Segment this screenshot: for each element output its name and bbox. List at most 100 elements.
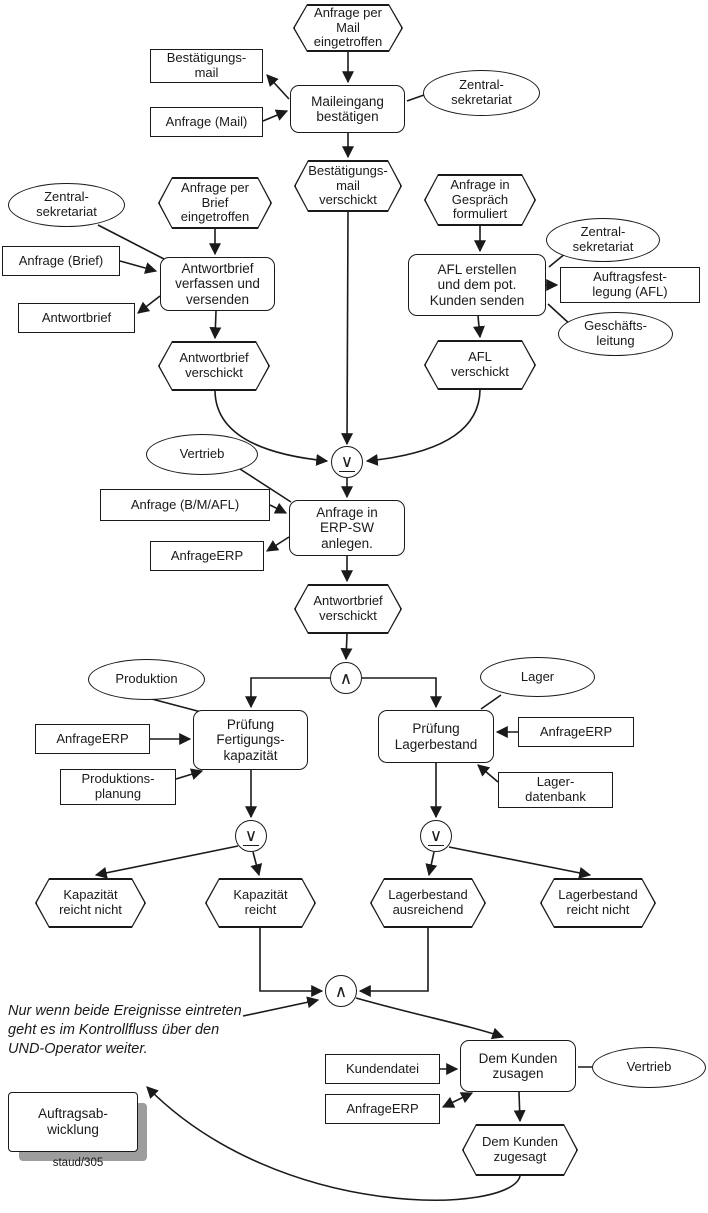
function-dem-kunden-zusagen: Dem Kunden zusagen	[460, 1040, 576, 1092]
data-label: AnfrageERP	[539, 723, 613, 739]
data-flow-arrow	[477, 764, 499, 783]
org-label: Zentral- sekretariat	[36, 189, 97, 219]
data-label: AnfrageERP	[346, 1100, 419, 1116]
data-anfrageerp-2: AnfrageERP	[35, 724, 150, 754]
event-label: Dem Kunden zugesagt	[482, 1134, 558, 1164]
xor-icon: ∨	[242, 825, 260, 846]
function-pruefung-fertigungskapazitaet: Prüfung Fertigungs- kapazität	[193, 710, 308, 770]
event-label: Lagerbestand ausreichend	[388, 887, 468, 917]
data-label: Anfrage (Mail)	[165, 113, 248, 129]
org-label: Produktion	[115, 671, 178, 687]
flow-arrow	[365, 389, 481, 466]
data-flow-arrow	[262, 109, 289, 122]
event-lagerbestand-ausreichend: Lagerbestand ausreichend	[370, 878, 486, 928]
flow-arrow	[425, 851, 438, 877]
xor-operator-1: ∨	[331, 446, 363, 478]
data-label: Anfrage (B/M/AFL)	[130, 496, 240, 512]
org-label: Geschäfts- leitung	[584, 318, 647, 348]
hexagon-fill	[426, 176, 535, 225]
xor-operator-2: ∨	[235, 820, 267, 852]
data-flow-arrow	[269, 502, 288, 514]
event-label: Antwortbrief verschickt	[313, 593, 383, 623]
event-label: Anfrage per Brief eingetroffen	[180, 180, 250, 225]
xor-icon: ∨	[338, 451, 356, 472]
org-geschaeftsleitung: Geschäfts- leitung	[558, 312, 673, 356]
function-antwortbrief-verfassen: Antwortbrief verfassen und versenden	[160, 257, 275, 311]
function-pruefung-lagerbestand: Prüfung Lagerbestand	[378, 710, 494, 763]
event-label: Bestätigungs- mail verschickt	[308, 163, 388, 208]
process-interface-auftragsabwicklung: Auftragsab- wicklung	[8, 1092, 147, 1161]
flow-arrow	[513, 1091, 526, 1123]
xor-icon: ∨	[427, 825, 445, 846]
event-antwortbrief-verschickt-2: Antwortbrief verschickt	[294, 584, 402, 634]
event-bestaetigungsmail-verschickt: Bestätigungs- mail verschickt	[294, 160, 402, 212]
and-icon: ∧	[339, 668, 353, 688]
data-anfrage-bmafl: Anfrage (B/M/AFL)	[100, 489, 270, 521]
org-label: Vertrieb	[179, 446, 225, 462]
data-antwortbrief: Antwortbrief	[18, 303, 135, 333]
function-label: Prüfung Fertigungs- kapazität	[216, 717, 285, 763]
org-lager: Lager	[480, 657, 595, 697]
hexagon-fill	[160, 343, 269, 390]
flow-arrow	[473, 315, 485, 339]
data-auftragsfestlegung: Auftragsfest- legung (AFL)	[560, 267, 700, 303]
data-label: Lager- datenbank	[525, 774, 586, 804]
hexagon-fill	[207, 880, 315, 927]
org-zentralsekretariat-1: Zentral- sekretariat	[423, 70, 540, 116]
data-produktionsplanung: Produktions- planung	[60, 769, 176, 805]
hexagon-fill	[426, 342, 535, 389]
data-anfrageerp-1: AnfrageERP	[150, 541, 264, 571]
data-flow-arrow	[265, 536, 290, 552]
org-label: Vertrieb	[626, 1059, 672, 1075]
org-zentralsekretariat-2: Zentral- sekretariat	[8, 183, 125, 227]
event-label: Anfrage in Gespräch formuliert	[450, 177, 510, 222]
event-label: Anfrage per Mail eingetroffen	[313, 5, 383, 50]
org-vertrieb-2: Vertrieb	[592, 1047, 706, 1088]
data-flow-arrow	[137, 295, 161, 314]
function-label: Dem Kunden zusagen	[478, 1050, 558, 1081]
function-label: Anfrage in ERP-SW anlegen.	[316, 505, 378, 551]
data-anfrage-mail: Anfrage (Mail)	[150, 107, 263, 137]
function-label: Maileingang bestätigen	[311, 93, 384, 124]
event-label: Kapazität reicht	[233, 887, 288, 917]
xor-operator-3: ∨	[420, 820, 452, 852]
hexagon-fill	[37, 880, 145, 927]
hexagon-fill	[464, 1126, 577, 1175]
flow-arrow	[146, 1086, 521, 1201]
org-zentralsekretariat-3: Zentral- sekretariat	[546, 218, 660, 262]
data-flow-arrow	[175, 768, 204, 780]
function-afl-erstellen: AFL erstellen und dem pot. Kunden senden	[408, 254, 546, 316]
flow-arrow	[355, 997, 505, 1040]
function-label: Antwortbrief verfassen und versenden	[175, 261, 260, 307]
hexagon-fill	[372, 880, 485, 927]
flow-arrow	[259, 928, 324, 997]
hexagon-fill	[160, 179, 271, 228]
data-label: Bestätigungs- mail	[166, 50, 247, 80]
hexagon-fill	[296, 586, 401, 633]
data-anfrageerp-3: AnfrageERP	[518, 717, 634, 747]
data-label: AnfrageERP	[56, 730, 129, 746]
event-label: Lagerbestand reicht nicht	[558, 887, 638, 917]
data-label: Anfrage (Brief)	[18, 252, 104, 268]
data-label: Produktions- planung	[81, 771, 155, 801]
function-label: AFL erstellen und dem pot. Kunden senden	[429, 262, 525, 308]
data-lagerdatenbank: Lager- datenbank	[498, 772, 613, 808]
event-label: AFL verschickt	[451, 349, 509, 379]
event-label: Kapazität reicht nicht	[59, 887, 122, 917]
hexagon-fill	[542, 880, 655, 927]
flow-arrow	[341, 211, 354, 446]
data-label: Kundendatei	[345, 1060, 419, 1076]
and-icon: ∧	[334, 981, 348, 1001]
data-label: Auftragsfest- legung (AFL)	[592, 269, 668, 299]
annotation-arrow	[242, 996, 320, 1017]
flow-arrow	[94, 845, 239, 879]
data-flow-arrow	[441, 1092, 474, 1108]
flow-arrow	[250, 851, 263, 877]
flow-arrow	[214, 390, 329, 466]
flow-arrow	[340, 633, 353, 661]
flow-arrow	[362, 677, 442, 709]
org-label: Zentral- sekretariat	[451, 77, 512, 107]
org-vertrieb-1: Vertrieb	[146, 434, 258, 475]
